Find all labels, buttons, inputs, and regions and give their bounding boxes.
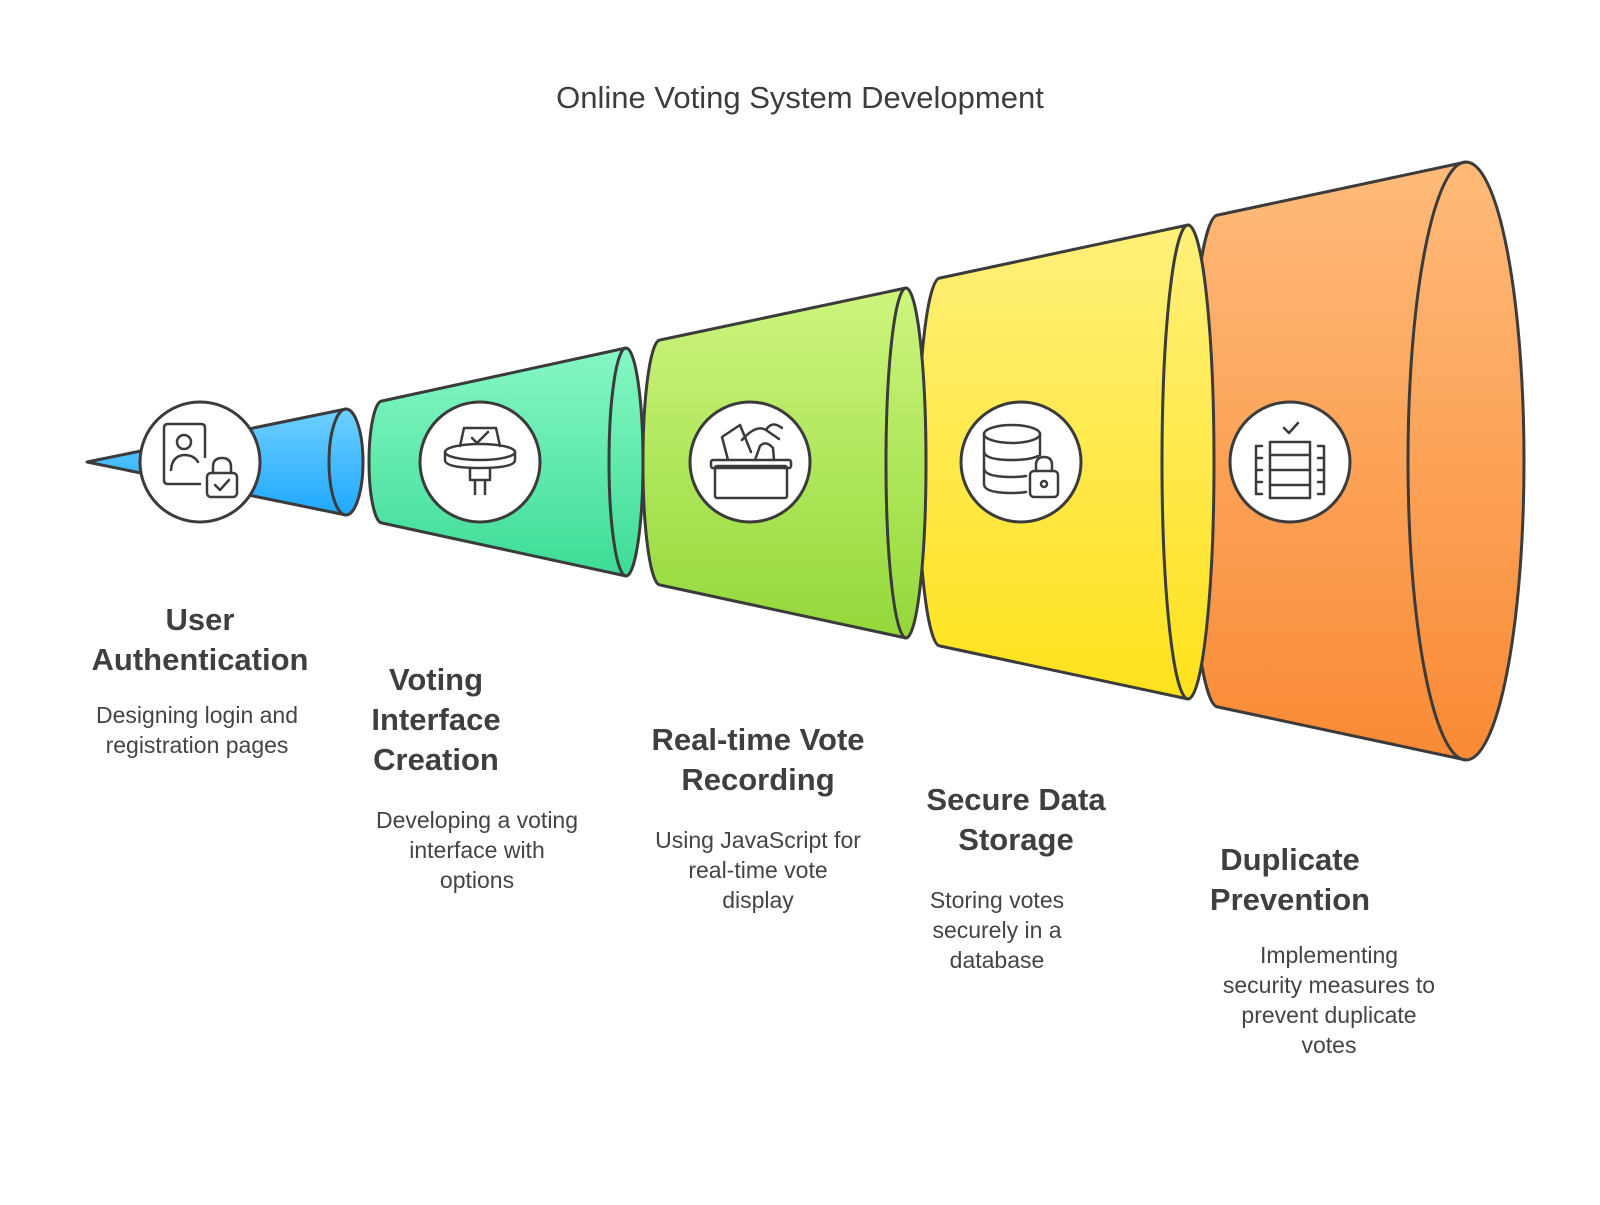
stage-desc-line: display xyxy=(722,887,794,913)
icon-circle-4 xyxy=(959,400,1083,524)
stage-title-line: Authentication xyxy=(91,642,309,677)
stage-desc-secure-data-storage: Storing votes securely in a database xyxy=(857,885,1137,975)
stage-title-voting-interface-creation: Voting Interface Creation xyxy=(296,660,576,780)
stage-desc-line: Developing a voting xyxy=(375,807,579,833)
ballot-box-icon xyxy=(709,423,793,500)
stage-desc-voting-interface-creation: Developing a voting interface with optio… xyxy=(337,805,617,895)
stage-title-line: Prevention xyxy=(1209,882,1371,917)
stage-title-secure-data-storage: Secure Data Storage xyxy=(876,780,1156,860)
database-lock-icon xyxy=(982,423,1060,499)
stage-desc-line: Designing login and xyxy=(95,702,299,728)
stage-title-line: Real-time Vote xyxy=(651,722,865,757)
server-check-icon xyxy=(1254,421,1326,500)
stage-desc-line: database xyxy=(949,947,1045,973)
diagram-title: Online Voting System Development xyxy=(556,80,1044,115)
stage-title-line: Duplicate xyxy=(1220,842,1360,877)
icon-circle-2 xyxy=(418,400,542,524)
icon-circle-5 xyxy=(1228,400,1352,524)
stage-desc-real-time-vote-recording: Using JavaScript for real-time vote disp… xyxy=(608,825,908,915)
stage-title-line: Creation xyxy=(373,742,499,777)
stage-desc-line: votes xyxy=(1301,1032,1357,1058)
user-lock-icon xyxy=(162,422,239,499)
stage-desc-line: security measures to xyxy=(1222,972,1436,998)
stage-desc-duplicate-prevention: Implementing security measures to preven… xyxy=(1179,940,1479,1060)
stage-desc-line: Implementing xyxy=(1259,942,1399,968)
ballot-stand-icon xyxy=(443,426,517,496)
stage-title-duplicate-prevention: Duplicate Prevention xyxy=(1150,840,1430,920)
stage-desc-line: interface with xyxy=(409,837,545,863)
stage-title-real-time-vote-recording: Real-time Vote Recording xyxy=(598,720,918,800)
stage-title-line: Voting xyxy=(388,662,484,697)
stage-title-line: User xyxy=(165,602,235,637)
stage-title-user-authentication: User Authentication xyxy=(60,600,340,680)
stage-title-line: Secure Data xyxy=(926,782,1106,817)
icon-circle-1 xyxy=(138,400,262,524)
stage-desc-user-authentication: Designing login and registration pages xyxy=(57,700,337,760)
stage-desc-line: options xyxy=(439,867,515,893)
stage-desc-line: securely in a xyxy=(932,917,1062,943)
stage-desc-line: Using JavaScript for xyxy=(655,827,861,853)
stage-desc-line: real-time vote xyxy=(688,857,828,883)
stage-desc-line: prevent duplicate xyxy=(1241,1002,1417,1028)
icon-circle-3 xyxy=(688,400,812,524)
stage-title-line: Storage xyxy=(958,822,1074,857)
stage-desc-line: registration pages xyxy=(105,732,289,758)
stage-desc-line: Storing votes xyxy=(929,887,1065,913)
stage-title-line: Recording xyxy=(681,762,835,797)
stage-title-line: Interface xyxy=(371,702,501,737)
